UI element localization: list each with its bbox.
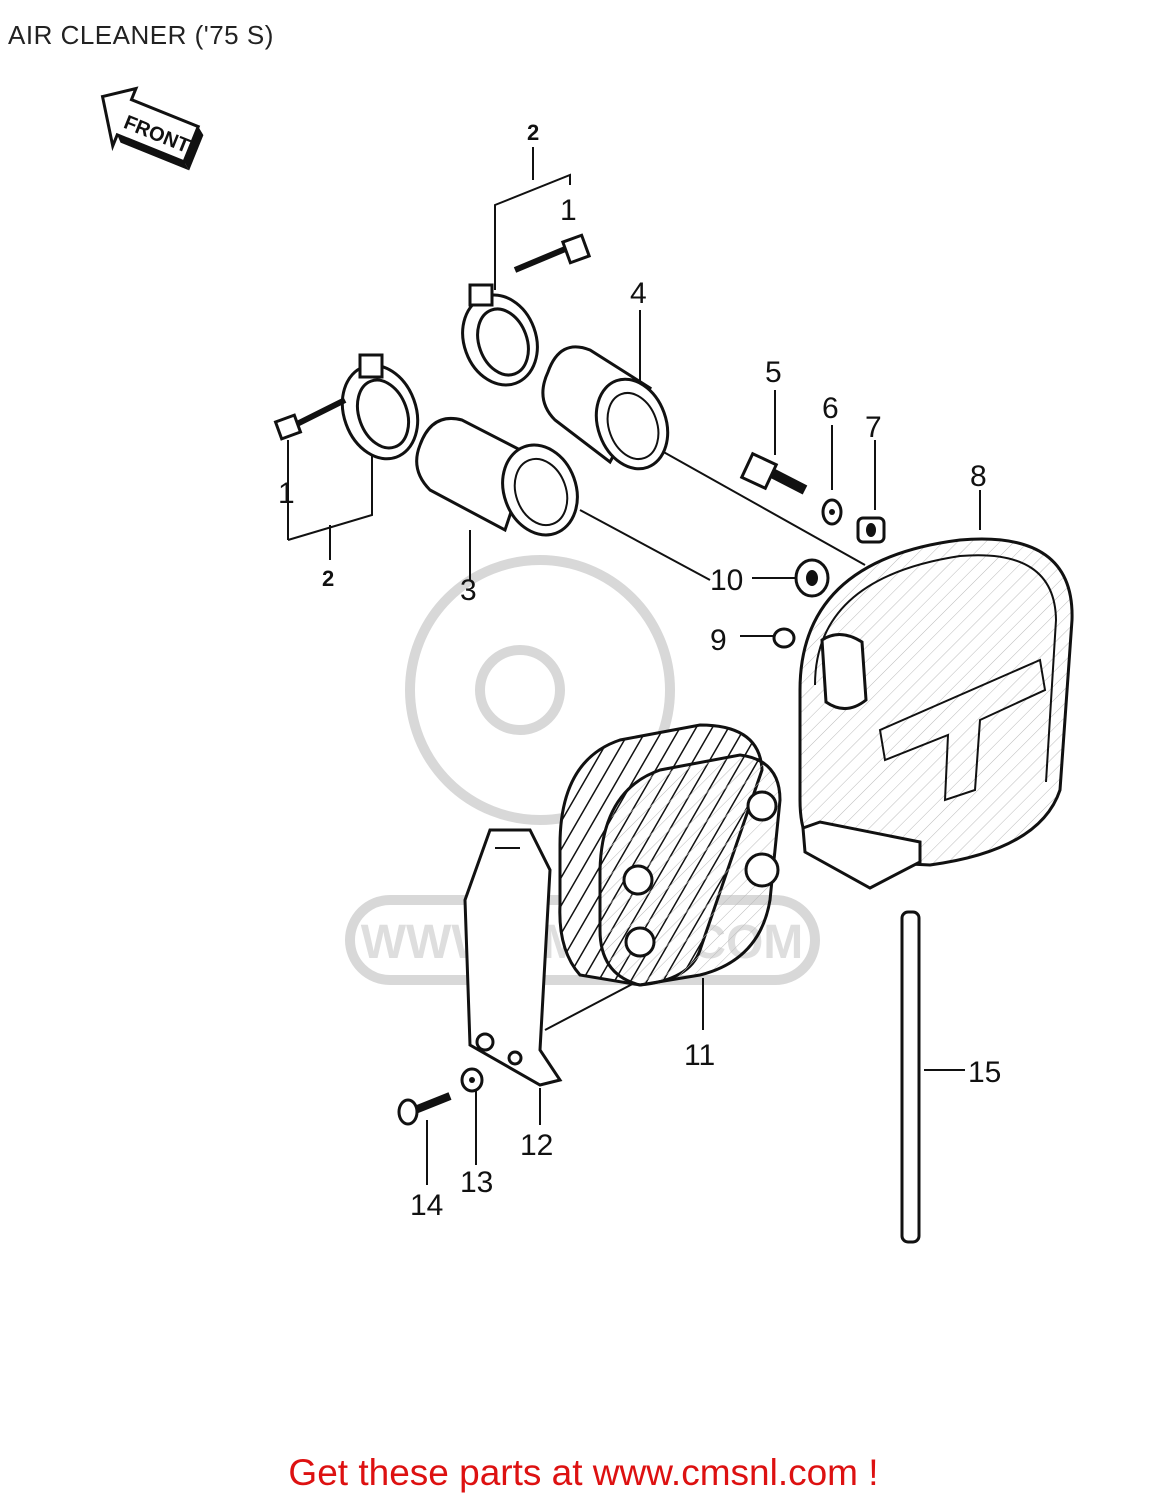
callout-duct-4: 4 (630, 277, 647, 310)
clamp-left (340, 353, 420, 461)
callout-clamp-group-top-2: 2 (527, 120, 539, 145)
bracket-12 (463, 828, 563, 1087)
callout-screw-14: 14 (410, 1189, 443, 1222)
air-cleaner-case-8 (798, 537, 1074, 890)
filter-element-11 (558, 723, 782, 987)
callout-case-8: 8 (970, 460, 987, 493)
parts-shop-link[interactable]: Get these parts at www.cmsnl.com ! (288, 1452, 879, 1493)
screw-14 (397, 1092, 452, 1126)
duct-3 (415, 417, 579, 537)
washer-13 (460, 1067, 484, 1093)
bolt-5 (739, 451, 808, 495)
callout-labels: 2 1 4 5 6 7 8 1 2 3 10 9 11 12 13 14 15 (278, 120, 1001, 1222)
callout-duct-3: 3 (460, 574, 477, 607)
parts-diagram: WWW.CMSNL.COM FRONT (100, 86, 1074, 1244)
pipe-15 (900, 910, 921, 1244)
callout-clamp-group-left-2: 2 (322, 566, 334, 591)
page-title: AIR CLEANER ('75 S) (8, 20, 274, 50)
clamp-top (461, 283, 539, 387)
screw-left (273, 397, 347, 441)
callout-pipe-15: 15 (968, 1056, 1001, 1089)
callout-washer-13: 13 (460, 1166, 493, 1199)
callout-washer-6: 6 (822, 392, 839, 425)
grommet-10 (794, 558, 830, 598)
callout-element-11: 11 (684, 1039, 715, 1072)
callout-cap-9: 9 (710, 624, 727, 657)
callout-bracket-12: 12 (520, 1129, 553, 1162)
washer-6 (821, 498, 843, 526)
cap-9 (772, 627, 796, 649)
callout-screw-left-1: 1 (278, 477, 295, 510)
nut-7 (856, 516, 886, 544)
front-arrow-icon: FRONT (100, 86, 204, 171)
screw-top (513, 233, 592, 273)
callout-screw-top-1: 1 (560, 194, 577, 227)
duct-4 (541, 345, 670, 471)
callout-grommet-10: 10 (710, 564, 743, 597)
callout-bolt-5: 5 (765, 356, 782, 389)
callout-nut-7: 7 (865, 411, 882, 444)
